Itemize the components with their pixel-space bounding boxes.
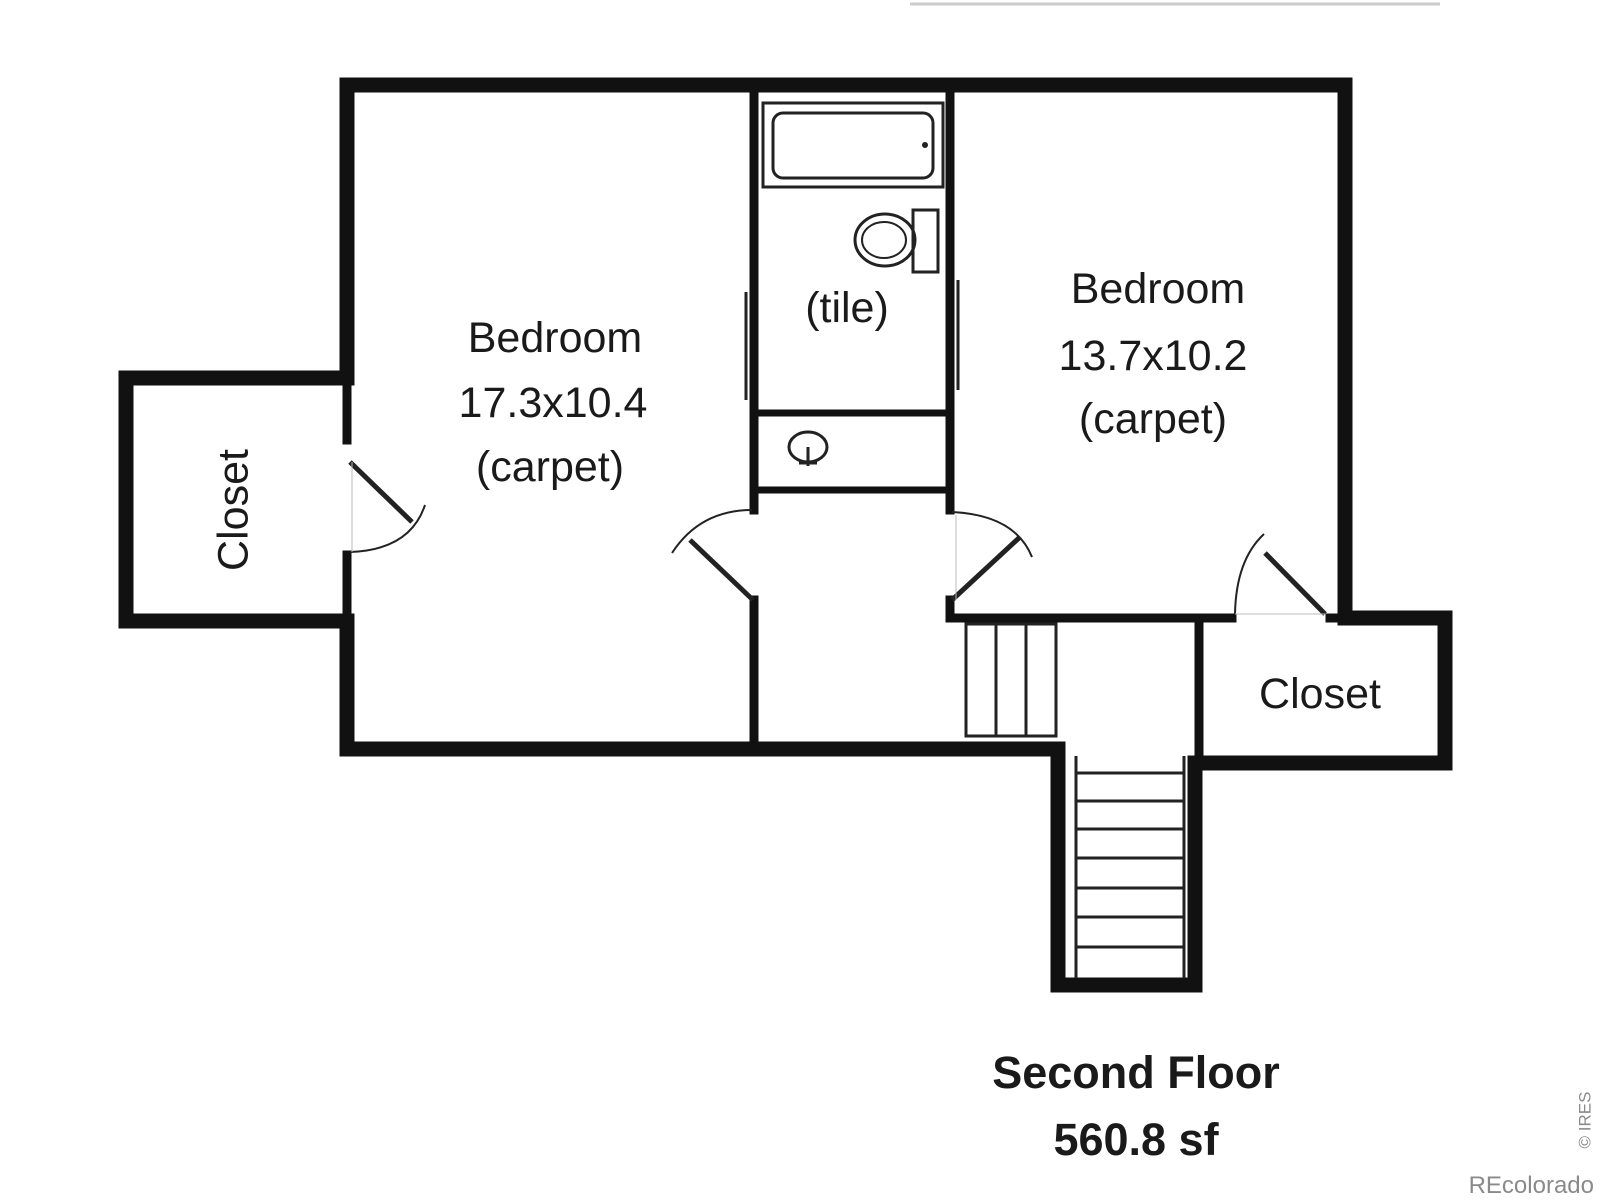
bedroom-right-name: Bedroom xyxy=(1071,265,1245,313)
closet-right-label: Closet xyxy=(1259,670,1381,718)
closet-left-label: Closet xyxy=(209,449,257,571)
bedroom-left-name: Bedroom xyxy=(468,314,642,362)
bedroom-left-dimensions: 17.3x10.4 xyxy=(459,379,648,427)
sink xyxy=(787,430,829,466)
doors xyxy=(348,460,1327,616)
bedroom-right-dimensions: 13.7x10.2 xyxy=(1059,332,1248,380)
ires-watermark: © IRES xyxy=(1575,1091,1595,1149)
toilet xyxy=(853,208,940,274)
floor-area: 560.8 sf xyxy=(1053,1114,1219,1165)
exterior-walls xyxy=(118,77,1453,993)
bathroom-flooring: (tile) xyxy=(805,284,889,332)
interior-walls xyxy=(342,80,1350,768)
bath-door-jambs xyxy=(744,280,960,400)
bedroom-right-label: Bedroom 13.7x10.2 (carpet) xyxy=(1059,265,1248,443)
stairs-run xyxy=(1074,756,1186,978)
stairs-landing xyxy=(964,622,1058,738)
bathtub xyxy=(761,101,945,189)
floor-name: Second Floor xyxy=(992,1047,1280,1098)
bedroom-right-flooring: (carpet) xyxy=(1079,395,1227,443)
bedroom-left-label: Bedroom 17.3x10.4 (carpet) xyxy=(459,314,648,491)
bedroom-left-flooring: (carpet) xyxy=(476,443,624,491)
recolorado-watermark: REcolorado xyxy=(1468,1172,1594,1199)
